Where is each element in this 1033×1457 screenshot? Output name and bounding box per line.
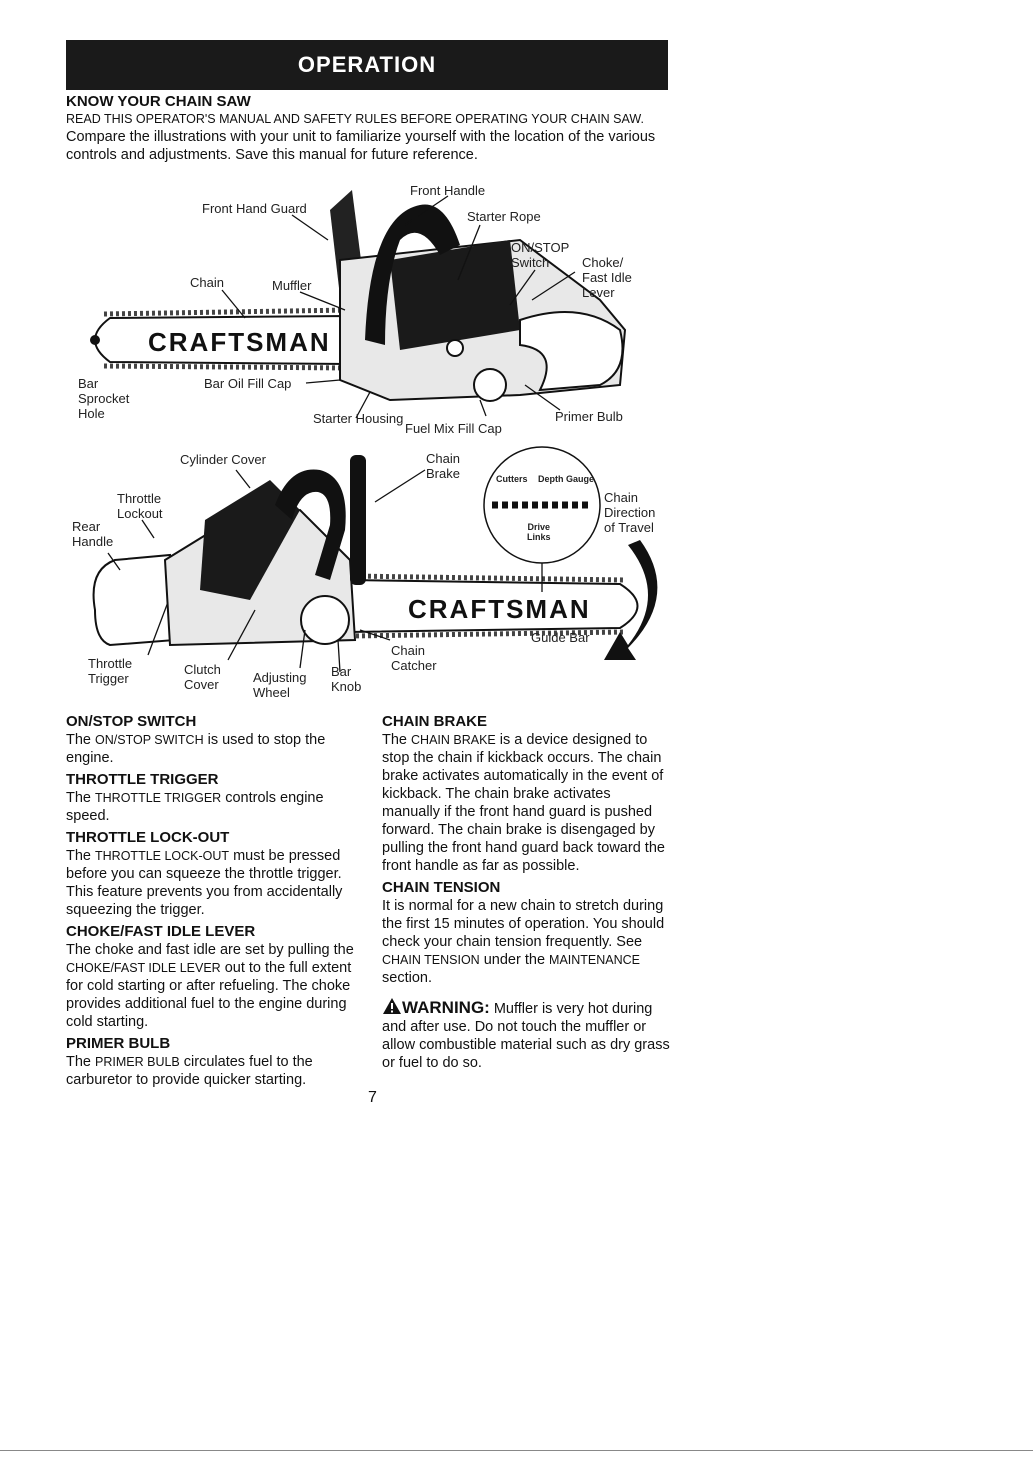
muffler-warning: WARNING: Muffler is very hot during and …: [382, 997, 670, 1072]
chain-brake-heading: CHAIN BRAKE: [382, 713, 487, 730]
page-bottom-rule: [0, 1450, 1033, 1451]
intro-body: Compare the illustrations with your unit…: [66, 129, 656, 163]
label-cylinder-cover: Cylinder Cover: [180, 452, 266, 467]
label-primer-bulb: Primer Bulb: [555, 409, 623, 424]
rear-handle-lower: [92, 553, 177, 647]
throttle-lockout-heading: THROTTLE LOCK-OUT: [66, 829, 230, 846]
chain-tension-text: It is normal for a new chain to stretch …: [382, 898, 665, 986]
on-stop-switch-heading: ON/STOP SWITCH: [66, 713, 197, 730]
label-chain-upper: Chain: [190, 275, 224, 290]
front-handle-lower: [275, 469, 346, 580]
warning-label: WARNING:: [402, 998, 490, 1017]
know-your-chain-saw-heading: KNOW YOUR CHAIN SAW: [66, 93, 251, 110]
right-text-column: CHAIN BRAKE The CHAIN BRAKE is a device …: [382, 712, 670, 1075]
chain-tension-heading: CHAIN TENSION: [382, 879, 501, 896]
choke-fast-idle-heading: CHOKE/FAST IDLE LEVER: [66, 923, 256, 940]
throttle-trigger-text: The THROTTLE TRIGGER controls engine spe…: [66, 790, 324, 824]
intro-caps-lead: READ THIS OPERATOR'S MANUAL AND SAFETY R…: [66, 112, 644, 126]
warning-text: Muffler is very hot during and after use…: [382, 1001, 670, 1071]
fuel-cap-upper: [473, 368, 507, 402]
warning-triangle-icon: [383, 998, 401, 1014]
saw-chain-lower: [349, 573, 626, 639]
section-banner: OPERATION: [66, 40, 668, 90]
guide-bar-lower: [349, 578, 639, 634]
on-stop-switch-text: The ON/STOP SWITCH is used to stop the e…: [66, 732, 326, 766]
throttle-lockout-text: The THROTTLE LOCK-OUT must be pressed be…: [66, 848, 343, 918]
label-guide-bar: Guide Bar: [531, 630, 590, 645]
label-front-handle: Front Handle: [410, 183, 486, 198]
label-muffler: Muffler: [272, 278, 312, 293]
primer-bulb-heading: PRIMER BULB: [66, 1035, 171, 1052]
guide-bar-brand-upper: CRAFTSMAN: [148, 327, 331, 357]
label-starter-rope: Starter Rope: [467, 209, 541, 224]
page-number: 7: [368, 1089, 377, 1106]
primer-bulb-upper: [446, 339, 464, 357]
intro-paragraph: READ THIS OPERATOR'S MANUAL AND SAFETY R…: [66, 110, 672, 164]
chain-direction-arrow-icon: [604, 540, 658, 660]
engine-cover-upper: [390, 240, 520, 350]
label-cutters: Cutters: [496, 474, 528, 484]
saw-chain-upper: [103, 307, 351, 371]
throttle-trigger-heading: THROTTLE TRIGGER: [66, 771, 219, 788]
chainsaw-bottom-illustration: CRAFTSMAN: [92, 446, 658, 673]
guide-bar-upper: [94, 314, 349, 366]
rear-handle-upper: [519, 311, 624, 392]
clutch-cover-lower: [300, 595, 350, 645]
guide-bar-brand-lower: CRAFTSMAN: [408, 594, 591, 624]
label-bar-oil-fill-cap: Bar Oil Fill Cap: [204, 376, 292, 391]
choke-fast-idle-text: The choke and fast idle are set by pulli…: [66, 942, 354, 1030]
label-fuel-mix-fill-cap: Fuel Mix Fill Cap: [405, 421, 502, 436]
label-starter-housing: Starter Housing: [313, 411, 404, 426]
chain-brake-shape: [350, 455, 366, 585]
label-front-hand-guard: Front Hand Guard: [202, 201, 307, 216]
chain-brake-text: The CHAIN BRAKE is a device designed to …: [382, 732, 665, 874]
bar-sprocket-hole-icon: [90, 335, 100, 345]
label-depth-gauge: Depth Gauge: [538, 474, 595, 484]
left-text-column: ON/STOP SWITCH The ON/STOP SWITCH is use…: [66, 712, 356, 1092]
front-handle-upper: [365, 204, 460, 345]
chainsaw-top-illustration: CRAFTSMAN: [90, 190, 627, 419]
cylinder-cover-lower: [200, 480, 300, 600]
primer-bulb-text: The PRIMER BULB circulates fuel to the c…: [66, 1054, 313, 1088]
